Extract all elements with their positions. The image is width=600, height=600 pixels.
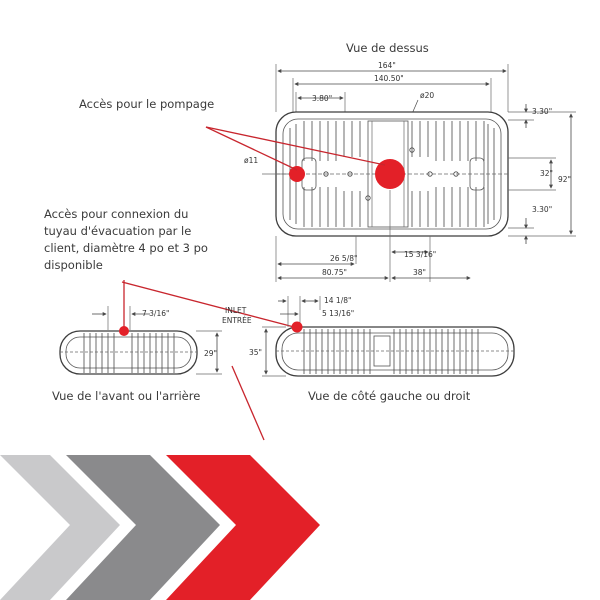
client-access-line-3: client, diamètre 4 po et 3 po [44, 241, 208, 255]
pumping-leader-large [205, 126, 386, 166]
front-access-port [119, 326, 129, 336]
dim-dia-11: ø11 [244, 156, 258, 165]
dim-top-left-offset: 3.80" [295, 92, 346, 115]
dim-15-3-16: 15 3/16" [404, 250, 436, 259]
dim-38: 38" [413, 268, 426, 277]
inlet-label: INLET [225, 306, 247, 315]
dim-32: 32" [540, 169, 553, 178]
side-view-dims: INLET ENTRÉE 14 1/8" 5 13/16" 35" [222, 296, 354, 377]
dim-14-1-8: 14 1/8" [324, 296, 351, 305]
dim-top-overall: 164" [275, 61, 509, 112]
chevron-light [0, 455, 120, 600]
dim-dia-20: ø20 [420, 91, 434, 100]
side-access-port [291, 321, 303, 333]
front-view-title: Vue de l'avant ou l'arrière [52, 389, 200, 403]
chevron-mid [66, 455, 220, 600]
dim-top-inner: 140.50" [292, 74, 492, 112]
client-access-label: Accès pour connexion du tuyau d'évacuati… [44, 207, 208, 272]
dim-140-50: 140.50" [374, 74, 404, 83]
front-view-tank [59, 330, 198, 375]
dim-3-30-top: 3.30" [532, 107, 552, 116]
front-view-dims: 7 3/16" 29" [92, 306, 222, 375]
dim-26-5-8: 26 5/8" [330, 254, 357, 263]
client-access-line-2: tuyau d'évacuation par le [44, 224, 191, 238]
inlet-pointer [231, 365, 265, 441]
dim-92: 92" [558, 175, 571, 184]
dim-35: 35" [249, 348, 262, 357]
dim-7-3-16: 7 3/16" [142, 309, 169, 318]
client-access-line-4: disponible [44, 258, 103, 272]
pumping-leader-small [205, 126, 298, 171]
entree-label: ENTRÉE [222, 316, 252, 325]
chevron-red [166, 455, 320, 600]
pumping-access-label: Accès pour le pompage [79, 97, 214, 111]
dim-right-side: 92" 32" 3.30" 3.30" [508, 104, 576, 244]
client-access-line-1: Accès pour connexion du [44, 207, 188, 221]
dim-164: 164" [378, 61, 396, 70]
client-leader-side [121, 281, 295, 328]
dim-80-75: 80.75" [322, 268, 347, 277]
top-view-title: Vue de dessus [346, 41, 429, 55]
side-view-tank [275, 326, 515, 377]
dim-29: 29" [204, 349, 217, 358]
pumping-port-small [289, 166, 305, 182]
dim-bottom: 26 5/8" 15 3/16" 80.75" 38" [275, 190, 471, 282]
side-view-title: Vue de côté gauche ou droit [308, 389, 471, 403]
dim-3-80: 3.80" [312, 94, 332, 103]
pumping-port-large [375, 159, 405, 189]
dim-small-port: ø11 [244, 156, 289, 175]
dim-3-30-bottom: 3.30" [532, 205, 552, 214]
dim-5-13-16: 5 13/16" [322, 309, 354, 318]
